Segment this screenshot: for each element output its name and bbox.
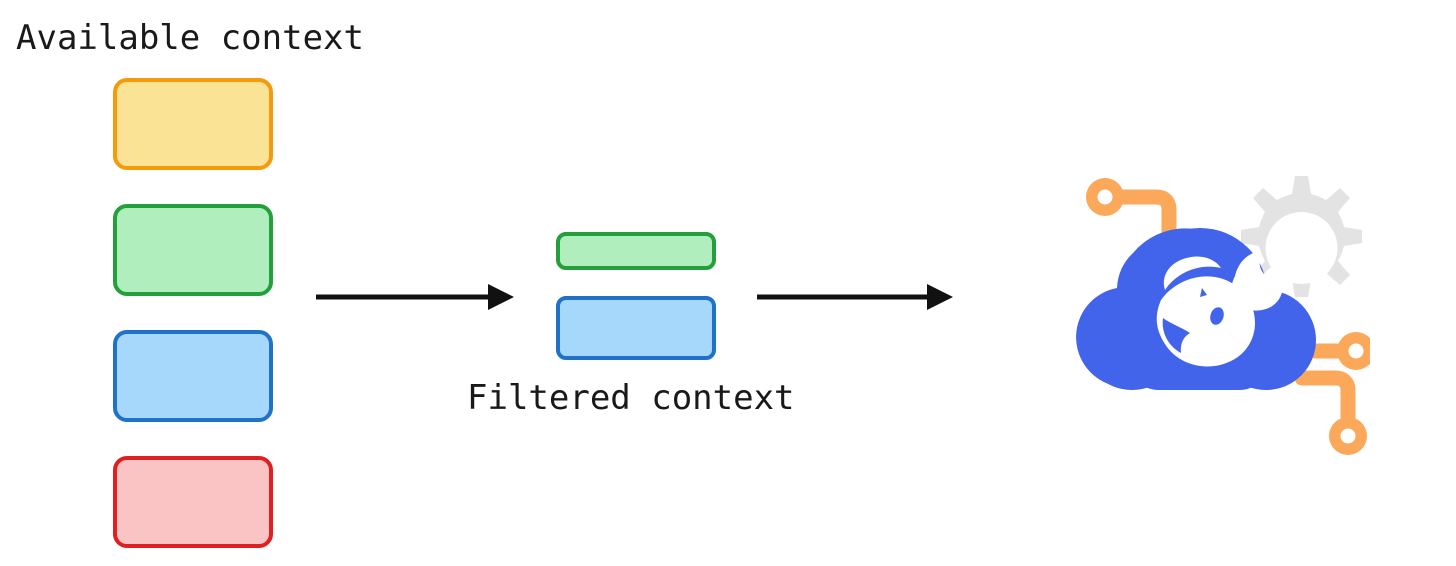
filtered-box-green — [556, 232, 716, 270]
arrow-available-to-filtered — [316, 280, 526, 314]
filtered-context-label: Filtered context — [467, 378, 795, 418]
context-box-blue — [113, 330, 273, 422]
available-context-label: Available context — [16, 18, 364, 58]
context-box-red — [113, 456, 273, 548]
arrow-filtered-to-cloud — [757, 280, 967, 314]
context-box-green — [113, 204, 273, 296]
filtered-box-blue — [556, 296, 716, 360]
connector-node-holes — [1097, 189, 1364, 444]
whale-icon — [1156, 251, 1299, 367]
cloud-whale-logo — [1070, 168, 1370, 458]
context-box-yellow — [113, 78, 273, 170]
